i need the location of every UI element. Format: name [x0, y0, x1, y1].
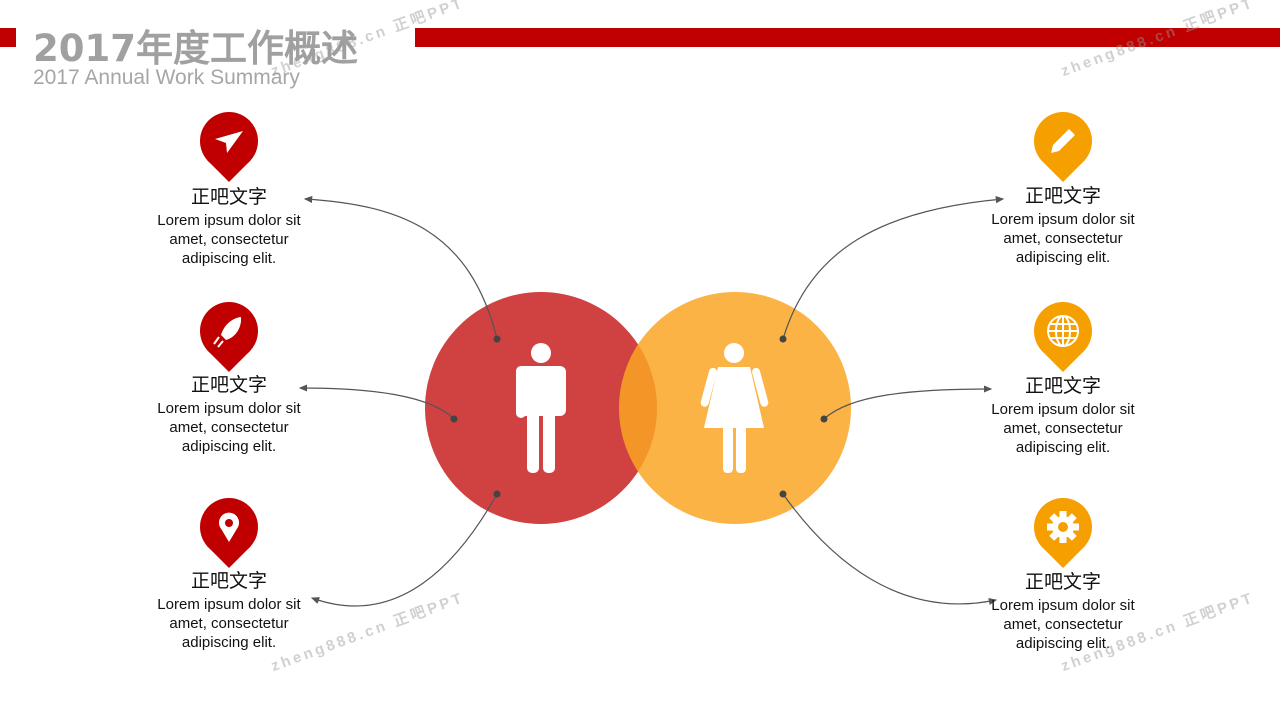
item-text: adipiscing elit. [181, 250, 277, 267]
female-icon [700, 343, 769, 473]
item-text: adipiscing elit. [1015, 439, 1111, 456]
item-text: adipiscing elit. [181, 634, 277, 651]
item-title: 正吧文字 [1024, 571, 1101, 593]
left-item-3: 正吧文字 Lorem ipsum dolor sit amet, consecte… [129, 569, 329, 652]
item-title: 正吧文字 [190, 374, 267, 396]
right-item-3: 正吧文字 Lorem ipsum dolor sit amet, consecte… [963, 570, 1163, 653]
right-item-1: 正吧文字 Lorem ipsum dolor sit amet, consecte… [963, 184, 1163, 267]
page-title: 2017年度工作概述 [33, 27, 358, 70]
accent-bar-right [415, 28, 1280, 47]
paper-plane-icon [200, 112, 258, 182]
left-item-2: 正吧文字 Lorem ipsum dolor sit amet, consecte… [129, 373, 329, 456]
right-item-2: 正吧文字 Lorem ipsum dolor sit amet, consecte… [963, 374, 1163, 457]
item-text: adipiscing elit. [1015, 635, 1111, 652]
item-text: amet, consectetur [169, 231, 289, 248]
item-title: 正吧文字 [1024, 375, 1101, 397]
item-text: amet, consectetur [1003, 616, 1123, 633]
rocket-icon [200, 302, 258, 372]
item-text: Lorem ipsum dolor sit [991, 597, 1135, 614]
pencil-icon [1034, 112, 1092, 182]
item-text: amet, consectetur [169, 419, 289, 436]
globe-icon [1034, 302, 1092, 372]
connectors [298, 195, 1005, 607]
left-item-1: 正吧文字 Lorem ipsum dolor sit amet, consecte… [129, 185, 329, 268]
item-title: 正吧文字 [190, 570, 267, 592]
gear-icon [1034, 498, 1092, 568]
item-title: 正吧文字 [190, 186, 267, 208]
item-text: amet, consectetur [1003, 230, 1123, 247]
item-text: Lorem ipsum dolor sit [991, 401, 1135, 418]
item-text: Lorem ipsum dolor sit [157, 596, 301, 613]
location-pin-icon [200, 498, 258, 568]
item-text: adipiscing elit. [1015, 249, 1111, 266]
item-text: amet, consectetur [169, 615, 289, 632]
item-text: amet, consectetur [1003, 420, 1123, 437]
item-text: Lorem ipsum dolor sit [157, 212, 301, 229]
item-title: 正吧文字 [1024, 185, 1101, 207]
item-text: Lorem ipsum dolor sit [157, 400, 301, 417]
item-text: adipiscing elit. [181, 438, 277, 455]
male-icon [516, 343, 566, 473]
item-text: Lorem ipsum dolor sit [991, 211, 1135, 228]
accent-bar-left [0, 28, 16, 47]
page-subtitle: 2017 Annual Work Summary [33, 66, 300, 89]
